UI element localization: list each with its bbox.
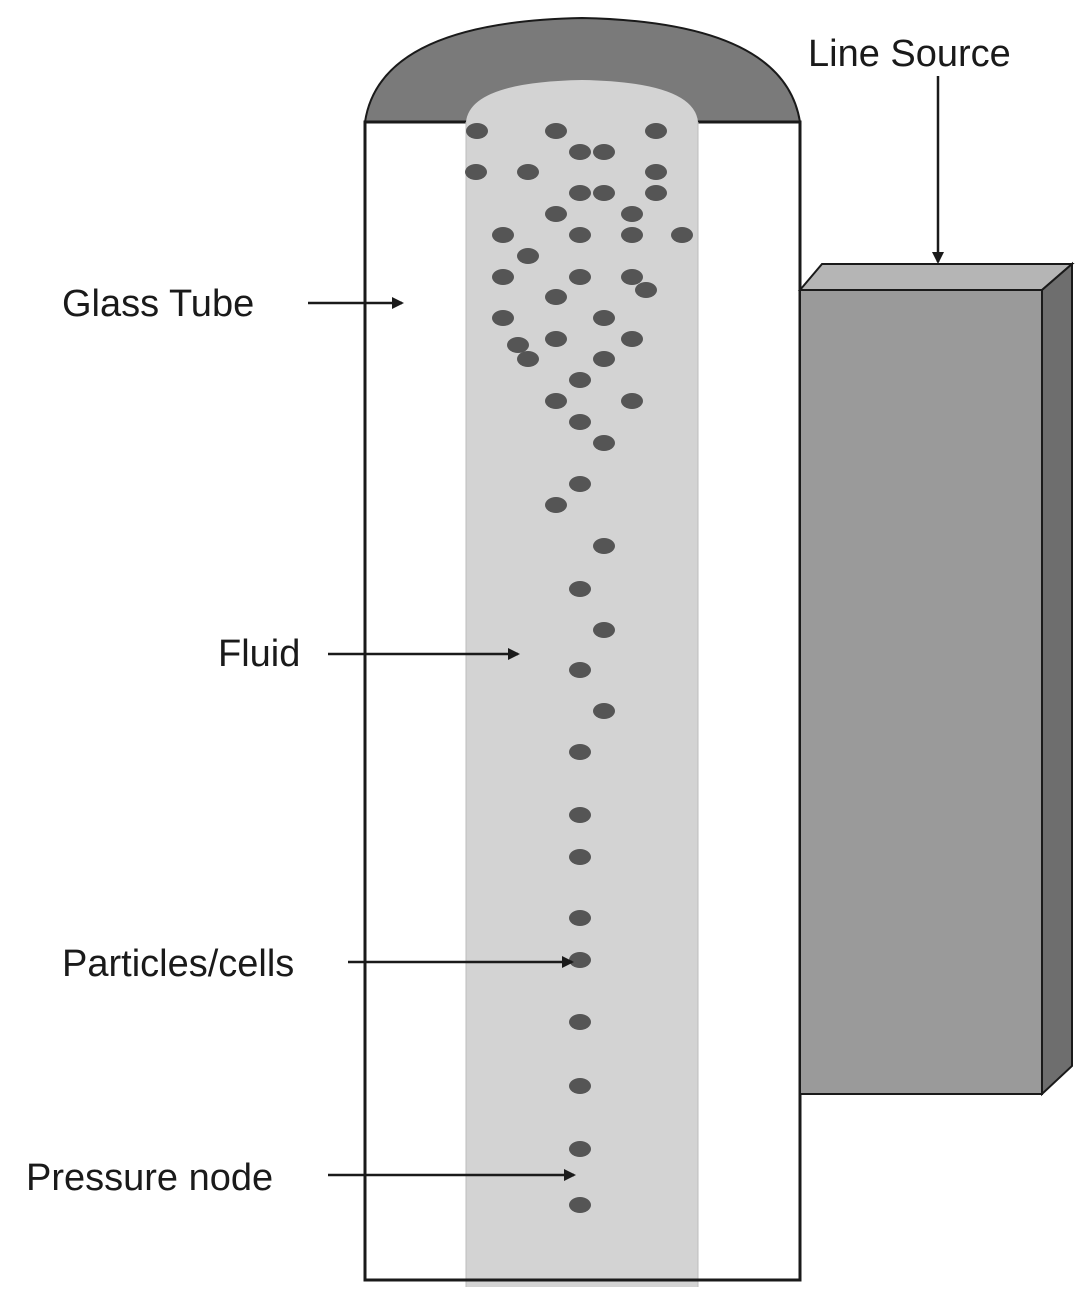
particle: [569, 1078, 591, 1094]
particle: [645, 185, 667, 201]
particle: [466, 123, 488, 139]
particle: [545, 497, 567, 513]
line-source-front-face: [799, 289, 1043, 1095]
particle: [645, 123, 667, 139]
particle: [621, 331, 643, 347]
particle: [569, 185, 591, 201]
label-line-source: Line Source: [808, 33, 1011, 75]
particle: [545, 206, 567, 222]
particle: [569, 269, 591, 285]
particle: [465, 164, 487, 180]
particle: [545, 289, 567, 305]
label-particles: Particles/cells: [62, 943, 294, 985]
particles-group: [465, 123, 693, 1213]
particle: [593, 703, 615, 719]
particle: [545, 393, 567, 409]
particle: [621, 206, 643, 222]
line-source-top-face: [797, 263, 1075, 291]
particle: [517, 351, 539, 367]
line-source-side-face: [1041, 261, 1073, 1097]
glass-tube-cap: [363, 16, 802, 123]
particle: [621, 269, 643, 285]
particle: [593, 538, 615, 554]
particle: [621, 393, 643, 409]
particle: [517, 164, 539, 180]
particle: [569, 476, 591, 492]
particle: [635, 282, 657, 298]
particle: [545, 123, 567, 139]
particle: [593, 622, 615, 638]
particle: [593, 144, 615, 160]
particle: [492, 310, 514, 326]
particle: [569, 910, 591, 926]
particle: [569, 144, 591, 160]
particle: [569, 1014, 591, 1030]
particle: [492, 227, 514, 243]
particle: [645, 164, 667, 180]
particle: [671, 227, 693, 243]
arrows: [308, 76, 944, 1181]
particle: [569, 849, 591, 865]
particle: [569, 952, 591, 968]
particle: [593, 435, 615, 451]
label-pressure-node: Pressure node: [26, 1157, 273, 1199]
glass-tube: [363, 16, 802, 1287]
fluid-channel: [466, 80, 698, 1287]
label-fluid: Fluid: [218, 633, 300, 675]
particle: [569, 744, 591, 760]
particle: [569, 414, 591, 430]
particle: [593, 310, 615, 326]
particle: [569, 227, 591, 243]
particle: [569, 807, 591, 823]
label-glass-tube: Glass Tube: [62, 283, 254, 325]
particle: [593, 185, 615, 201]
particle: [621, 227, 643, 243]
particle: [569, 581, 591, 597]
particle: [517, 248, 539, 264]
particle: [492, 269, 514, 285]
particle: [507, 337, 529, 353]
particle: [593, 351, 615, 367]
particle: [545, 331, 567, 347]
particle: [569, 662, 591, 678]
particle: [569, 372, 591, 388]
particle: [569, 1197, 591, 1213]
particle: [569, 1141, 591, 1157]
line-source: [797, 261, 1075, 1097]
